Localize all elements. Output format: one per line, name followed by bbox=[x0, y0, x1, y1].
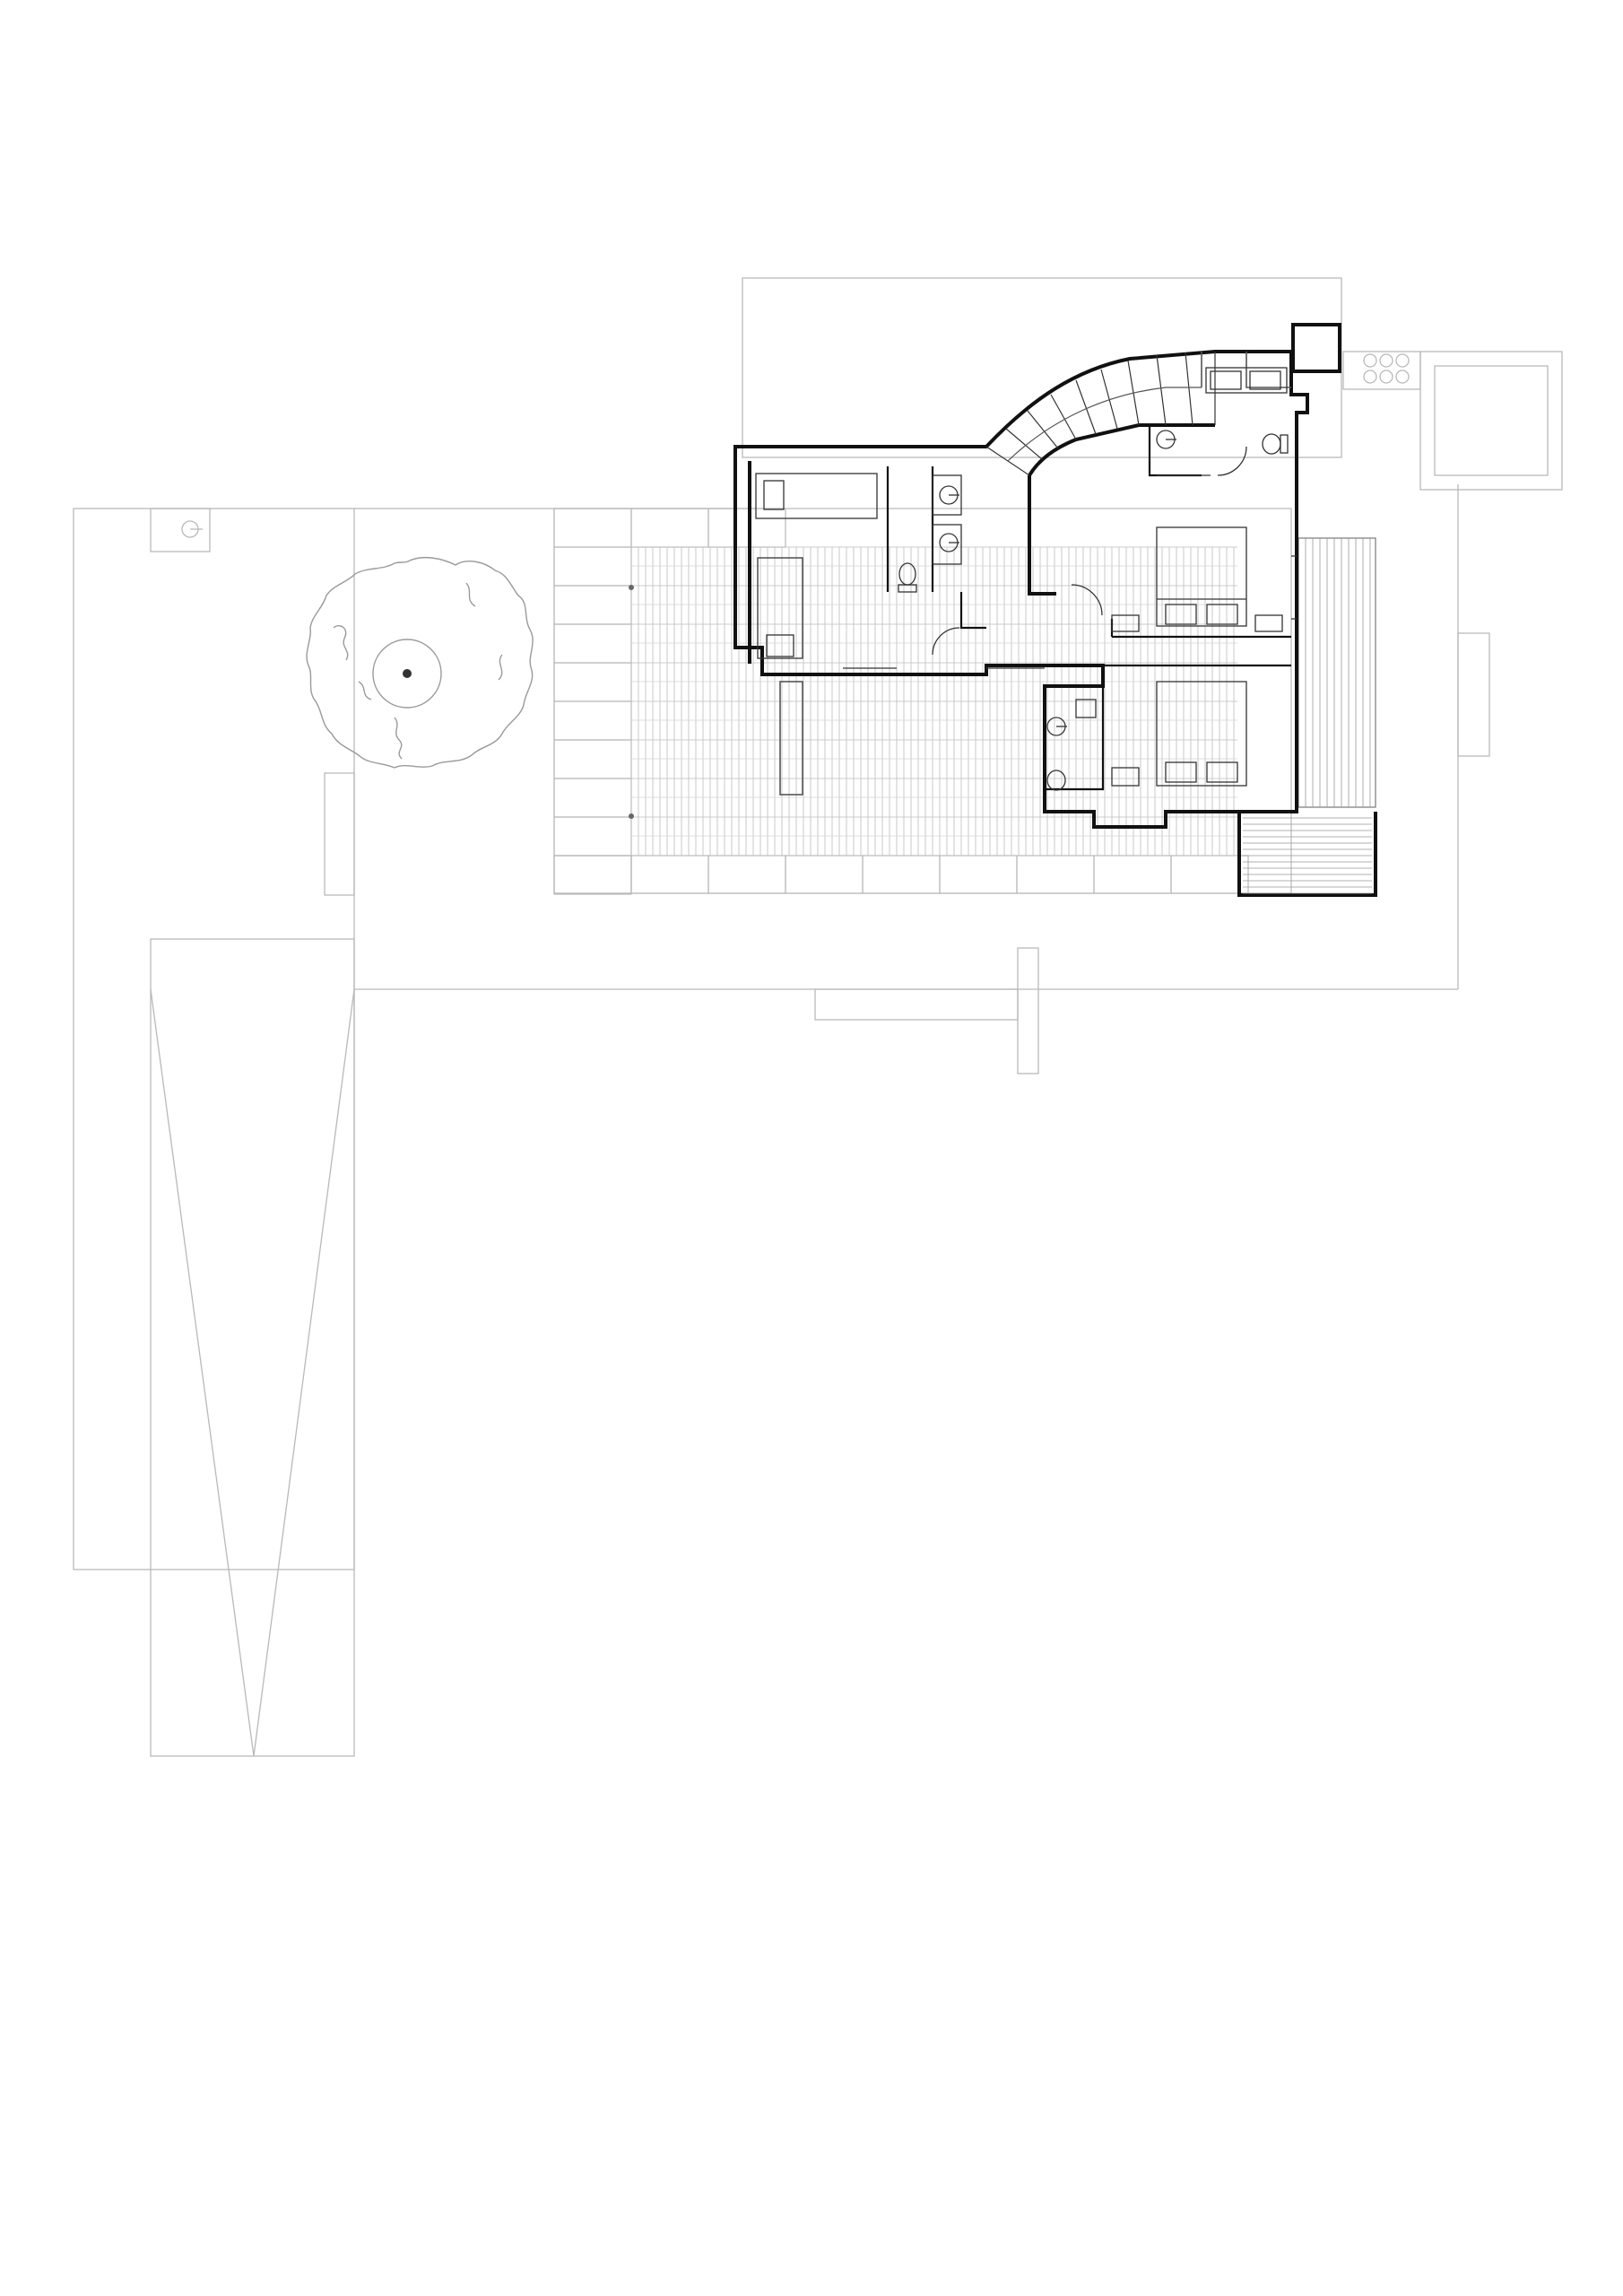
wc-icon bbox=[898, 562, 916, 586]
entrance-step bbox=[814, 988, 1019, 1021]
stair-tread bbox=[1027, 410, 1059, 449]
stair-tread bbox=[1005, 428, 1043, 460]
paving-slab bbox=[1093, 855, 1172, 894]
sink-icon bbox=[763, 480, 785, 510]
paving-slab bbox=[553, 816, 632, 857]
paving-slab bbox=[553, 778, 632, 818]
deck-edge bbox=[1237, 812, 1377, 897]
paving-slab bbox=[553, 546, 632, 587]
spiral-staircase bbox=[985, 352, 1216, 476]
fridge-icon bbox=[766, 634, 794, 657]
paving-slab bbox=[553, 662, 632, 702]
marker-dot bbox=[629, 585, 634, 590]
terrace-outline bbox=[553, 508, 1292, 894]
garden-planter bbox=[150, 938, 355, 1757]
paving-slab bbox=[553, 739, 632, 779]
paving-slab bbox=[1170, 855, 1249, 894]
terrace-pillar bbox=[779, 681, 803, 796]
east-post bbox=[1457, 632, 1490, 757]
terrace-fine-grid bbox=[629, 546, 1237, 857]
bath-wall-n bbox=[1148, 425, 1202, 477]
west-garden-strip bbox=[73, 508, 355, 1570]
paving-slab bbox=[553, 508, 632, 548]
paving-slab bbox=[630, 855, 709, 894]
marker-dot bbox=[629, 813, 634, 819]
door-swing bbox=[1071, 584, 1103, 616]
site-outlines bbox=[73, 277, 1490, 1757]
door-swing bbox=[932, 627, 960, 656]
paving-slab bbox=[553, 585, 632, 625]
stair-tread bbox=[1050, 394, 1077, 440]
wc-icon bbox=[1046, 770, 1066, 791]
stair-tread bbox=[1100, 369, 1118, 430]
tree-symbol bbox=[306, 556, 534, 769]
paving-slab bbox=[553, 855, 632, 894]
paving-slab bbox=[630, 508, 709, 548]
bed-icon bbox=[1156, 526, 1247, 627]
paving-slab bbox=[707, 855, 786, 894]
well-box bbox=[150, 508, 211, 552]
stair-inner-wall bbox=[1028, 423, 1215, 477]
deck-outline bbox=[1298, 537, 1376, 808]
deck bbox=[1237, 537, 1377, 897]
house-walls bbox=[733, 323, 1341, 829]
wc-icon bbox=[1262, 433, 1281, 455]
paving-slab bbox=[1016, 855, 1095, 894]
ensuite-wall bbox=[1043, 686, 1105, 791]
tree-trunk-dot bbox=[403, 669, 412, 678]
door-swing bbox=[1217, 446, 1247, 476]
exterior-wall bbox=[733, 350, 1309, 829]
stair-tread bbox=[1185, 352, 1193, 426]
stair-handrail bbox=[1007, 387, 1202, 462]
stair-tread bbox=[1156, 354, 1167, 426]
hot-tub bbox=[1342, 351, 1563, 491]
paving-slab bbox=[553, 700, 632, 741]
paving-slab bbox=[707, 508, 786, 548]
bath-wall-s bbox=[886, 466, 934, 592]
corridor-wall bbox=[959, 592, 986, 630]
vanity bbox=[1205, 367, 1288, 394]
paving-slab bbox=[785, 855, 864, 894]
paving-slab bbox=[862, 855, 941, 894]
paving-slab bbox=[553, 623, 632, 664]
chimney bbox=[1291, 323, 1341, 373]
gate-post bbox=[1017, 947, 1039, 1074]
paving-slab bbox=[939, 855, 1018, 894]
tree-trunk-ring bbox=[372, 639, 442, 709]
counter-2 bbox=[757, 557, 803, 659]
bed-icon bbox=[1156, 681, 1247, 787]
herb-planter bbox=[1342, 351, 1421, 390]
fixtures bbox=[755, 367, 1297, 791]
bench bbox=[324, 772, 355, 896]
paving-slab bbox=[553, 855, 632, 895]
kitchen-counter bbox=[755, 473, 878, 519]
stair-tread bbox=[1075, 379, 1097, 435]
stair-spine bbox=[1028, 475, 1056, 596]
